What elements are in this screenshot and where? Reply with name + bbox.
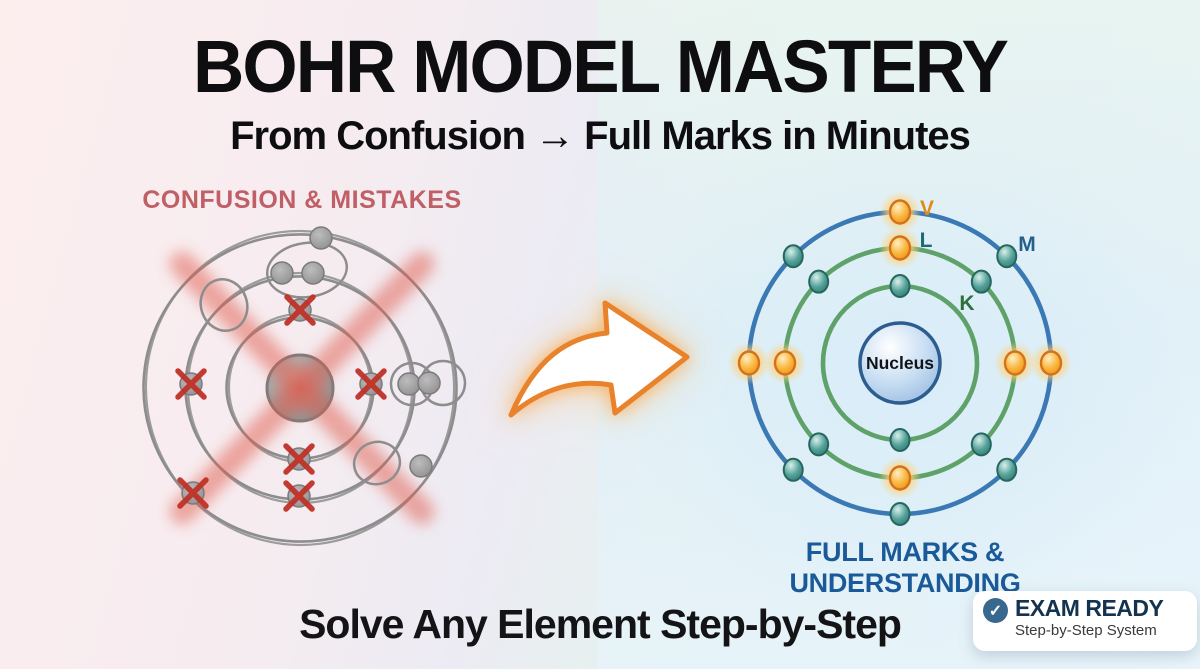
electron (782, 457, 804, 482)
badge-subtitle: Step-by-Step System (1015, 622, 1157, 639)
sketch-electron (309, 226, 333, 250)
confused-atom-sketch (142, 226, 467, 547)
x-stroke (283, 480, 315, 512)
error-x-icon (283, 480, 315, 512)
sketch-electron (270, 261, 294, 285)
error-x-icon (177, 477, 209, 509)
electron-highlighted (888, 465, 912, 491)
electron (889, 502, 911, 526)
electron (970, 269, 992, 294)
x-stroke (175, 368, 207, 400)
sketch-electron (301, 261, 325, 285)
sketch-ring (144, 229, 456, 547)
transformation-arrow-icon (508, 300, 690, 418)
arrow-shape (508, 300, 690, 418)
page-title: BOHR MODEL MASTERY (192, 25, 1009, 108)
shell-label-m: M (1018, 233, 1036, 256)
x-stroke (177, 477, 209, 509)
electron-highlighted (888, 235, 912, 261)
checkmark-icon: ✓ (983, 598, 1008, 623)
badge-title: EXAM READY (1015, 595, 1164, 621)
electron (889, 274, 911, 298)
shell-label-l: L (920, 229, 933, 252)
electron (996, 457, 1018, 482)
electron (970, 432, 992, 457)
electron-highlighted (1003, 350, 1027, 376)
error-x-icon (175, 368, 207, 400)
mistake-circle (199, 278, 249, 332)
x-stroke (284, 294, 316, 326)
electron-highlighted (888, 199, 912, 225)
error-x-icon (283, 443, 315, 475)
badge-text-block: EXAM READY Step-by-Step System (1015, 595, 1164, 641)
error-x-icon (355, 368, 387, 400)
error-x-icon (284, 294, 316, 326)
shell-label-v: V (920, 197, 934, 220)
electron-highlighted (773, 350, 797, 376)
electron (889, 428, 911, 452)
bohr-model-diagram: Nucleus K L M V (728, 191, 1072, 526)
full-marks-caption: FULL MARKS & UNDERSTANDING (789, 537, 1021, 598)
mistake-circle (352, 440, 402, 486)
electron (782, 244, 804, 269)
cross-stroke (169, 251, 435, 525)
electron-highlighted (1039, 350, 1063, 376)
electron-highlighted (737, 350, 761, 376)
x-stroke (355, 368, 387, 400)
electron (996, 244, 1018, 269)
sketch-electron (417, 371, 441, 395)
confusion-caption: CONFUSION & MISTAKES (142, 186, 462, 214)
electron (808, 269, 830, 294)
big-red-cross-icon (169, 251, 435, 525)
nucleus (858, 321, 942, 405)
tagline: Solve Any Element Step-by-Step (299, 601, 902, 647)
shell-label-k: K (959, 292, 974, 315)
sketch-electron (409, 454, 433, 478)
exam-ready-badge: ✓ EXAM READY Step-by-Step System (973, 591, 1197, 651)
page-subtitle: From Confusion → Full Marks in Minutes (230, 114, 971, 158)
x-stroke (283, 443, 315, 475)
electron (808, 432, 830, 457)
nucleus-label: Nucleus (866, 353, 934, 373)
sketch-electron (397, 372, 421, 396)
